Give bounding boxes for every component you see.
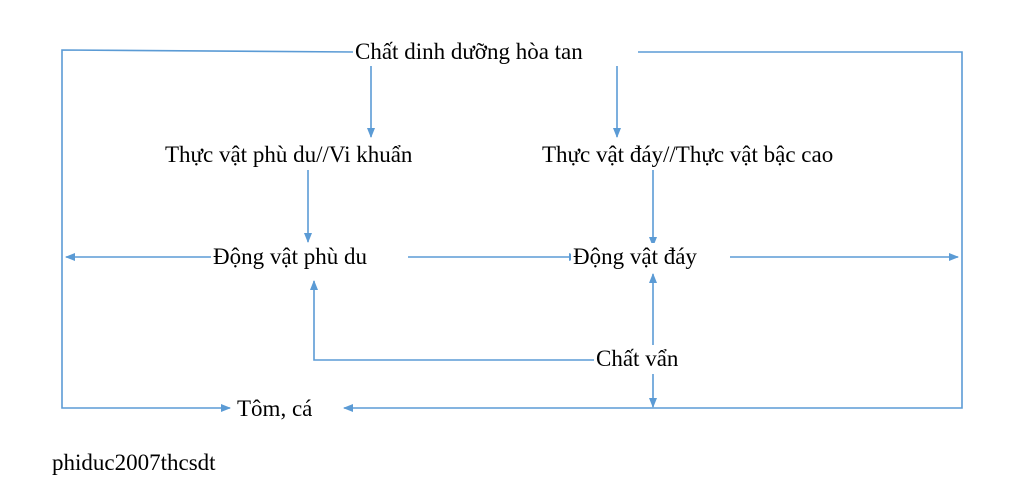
connector-nutrients-left-frame xyxy=(61,49,355,412)
node-phytoplankton-bacteria: Thực vật phù du//Vi khuẩn xyxy=(163,141,415,169)
node-detritus: Chất vẩn xyxy=(594,345,681,373)
connector-nutrients-right-frame xyxy=(343,51,963,412)
node-dissolved-nutrients: Chất dinh dưỡng hòa tan xyxy=(353,38,585,66)
arrow-detritus-to-zooplankton xyxy=(310,280,594,361)
node-zooplankton: Động vật phù du xyxy=(211,243,369,271)
node-benthic-higher-plants: Thực vật đáy//Thực vật bậc cao xyxy=(540,141,836,169)
node-shrimp-fish: Tôm, cá xyxy=(235,395,315,423)
node-zoobenthos: Động vật đáy xyxy=(571,243,699,271)
watermark-text: phiduc2007thcsdt xyxy=(52,450,216,475)
